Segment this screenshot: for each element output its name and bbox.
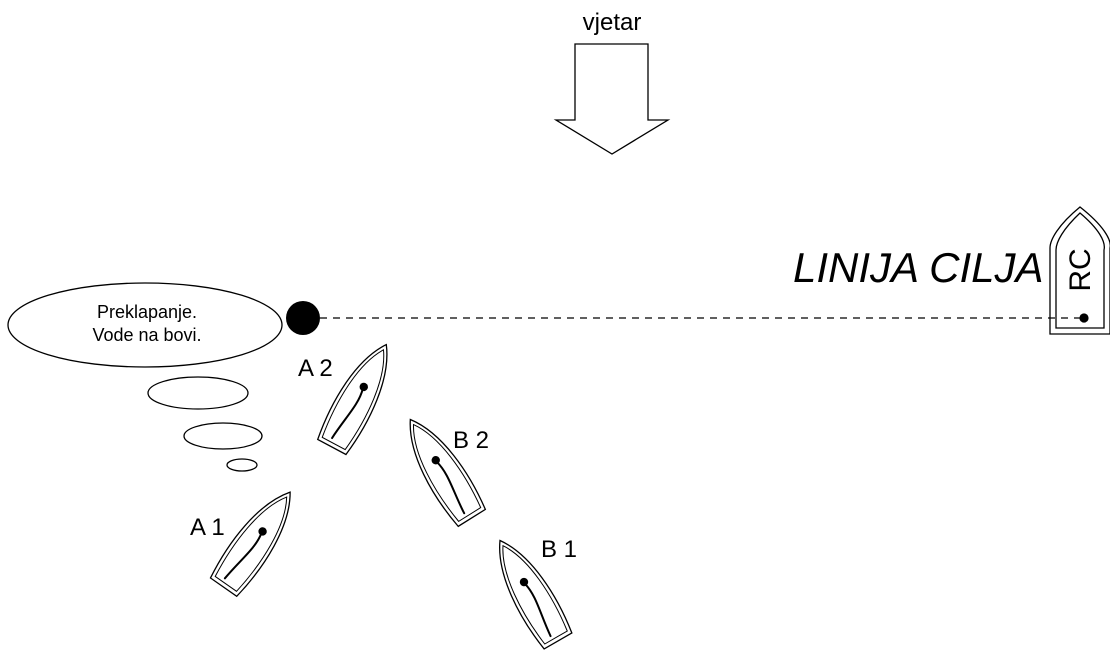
wind-label: vjetar (583, 9, 642, 36)
thought-bubble-line-1: Preklapanje. (97, 302, 197, 322)
committee-boat: RC (1049, 206, 1110, 335)
thought-bubble-line-2: Vode na bovi. (92, 325, 201, 345)
finish-mark-buoy (286, 301, 320, 335)
boat-b1-label: B 1 (541, 536, 577, 563)
boat-a1-label: A 1 (190, 514, 225, 541)
thought-bubble: Preklapanje. Vode na bovi. (7, 282, 283, 472)
wind-arrow-icon (553, 43, 671, 155)
committee-boat-mark (1079, 313, 1089, 323)
boat-a2-label: A 2 (298, 355, 333, 382)
boat-b2-label: B 2 (453, 427, 489, 454)
boat-a2 (314, 334, 405, 457)
finish-line-label: LINIJA CILJA (793, 244, 1044, 291)
committee-boat-label: RC (1064, 248, 1097, 291)
